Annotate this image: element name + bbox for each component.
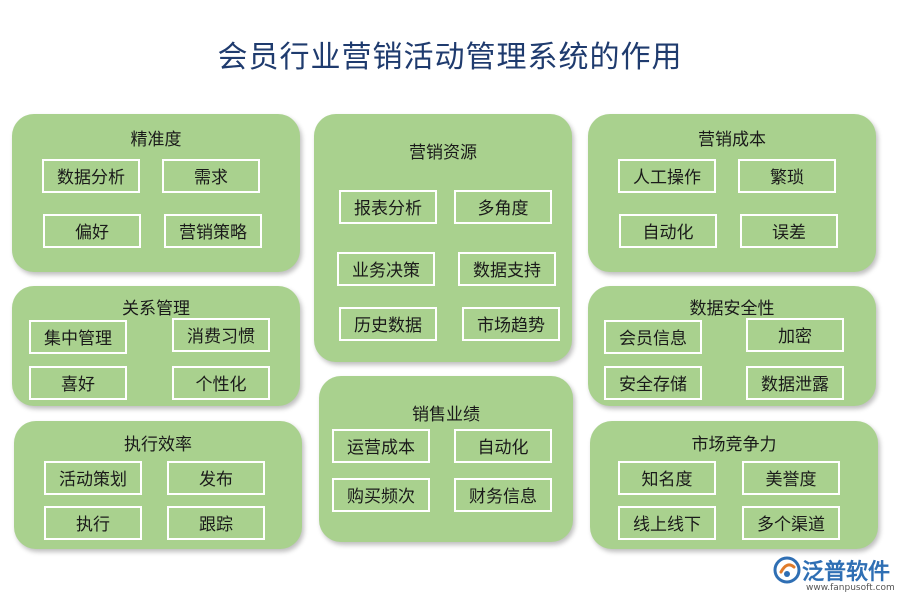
item-box: 财务信息 [454,478,552,512]
item-box: 跟踪 [167,506,265,540]
page-title: 会员行业营销活动管理系统的作用 [217,40,683,75]
panel-data-security: 数据安全性 会员信息 加密 安全存储 数据泄露 [588,286,876,406]
item-box: 业务决策 [337,252,435,286]
item-box: 加密 [746,318,844,352]
panel-title: 执行效率 [124,435,192,455]
panel-title: 数据安全性 [689,299,775,319]
item-box: 喜好 [29,366,127,400]
fanpu-logo-icon [773,556,801,584]
item-box: 会员信息 [604,320,702,354]
panel-title: 销售业绩 [412,405,480,425]
panel-title: 市场竞争力 [691,435,777,455]
panel-title: 精准度 [130,130,182,150]
item-box: 偏好 [43,214,141,248]
panel-market-competitiveness: 市场竞争力 知名度 美誉度 线上线下 多个渠道 [590,421,878,549]
item-box: 市场趋势 [462,307,560,341]
item-box: 历史数据 [339,307,437,341]
item-box: 个性化 [172,366,270,400]
item-box: 多角度 [454,190,552,224]
item-box: 美誉度 [742,461,840,495]
item-box: 报表分析 [339,190,437,224]
item-box: 消费习惯 [172,318,270,352]
logo-url: www.fanpusoft.com [806,583,895,593]
item-box: 繁琐 [738,159,836,193]
item-box: 执行 [44,506,142,540]
item-box: 人工操作 [618,159,716,193]
brand-logo: 泛普软件 www.fanpusoft.com [772,553,897,598]
item-box: 活动策划 [44,461,142,495]
item-box: 发布 [167,461,265,495]
panel-precision: 精准度 数据分析 需求 偏好 营销策略 [12,114,300,272]
panel-title: 营销资源 [409,143,477,163]
logo-name: 泛普软件 [802,560,891,585]
item-box: 多个渠道 [742,506,840,540]
panel-marketing-resources: 营销资源 报表分析 多角度 业务决策 数据支持 历史数据 市场趋势 [314,114,572,362]
item-box: 自动化 [619,214,717,248]
item-box: 线上线下 [618,506,716,540]
item-box: 集中管理 [29,320,127,354]
item-box: 营销策略 [164,214,262,248]
item-box: 知名度 [618,461,716,495]
panel-sales-performance: 销售业绩 运营成本 自动化 购买频次 财务信息 [319,376,573,542]
panel-title: 营销成本 [698,130,766,150]
item-box: 需求 [162,159,260,193]
panel-relationship: 关系管理 集中管理 消费习惯 喜好 个性化 [12,286,300,406]
item-box: 购买频次 [332,478,430,512]
item-box: 数据分析 [42,159,140,193]
panel-efficiency: 执行效率 活动策划 发布 执行 跟踪 [14,421,302,549]
panel-marketing-cost: 营销成本 人工操作 繁琐 自动化 误差 [588,114,876,272]
item-box: 误差 [740,214,838,248]
item-box: 数据泄露 [746,366,844,400]
panel-title: 关系管理 [122,299,190,319]
item-box: 安全存储 [604,366,702,400]
item-box: 运营成本 [332,429,430,463]
item-box: 自动化 [454,429,552,463]
item-box: 数据支持 [458,252,556,286]
